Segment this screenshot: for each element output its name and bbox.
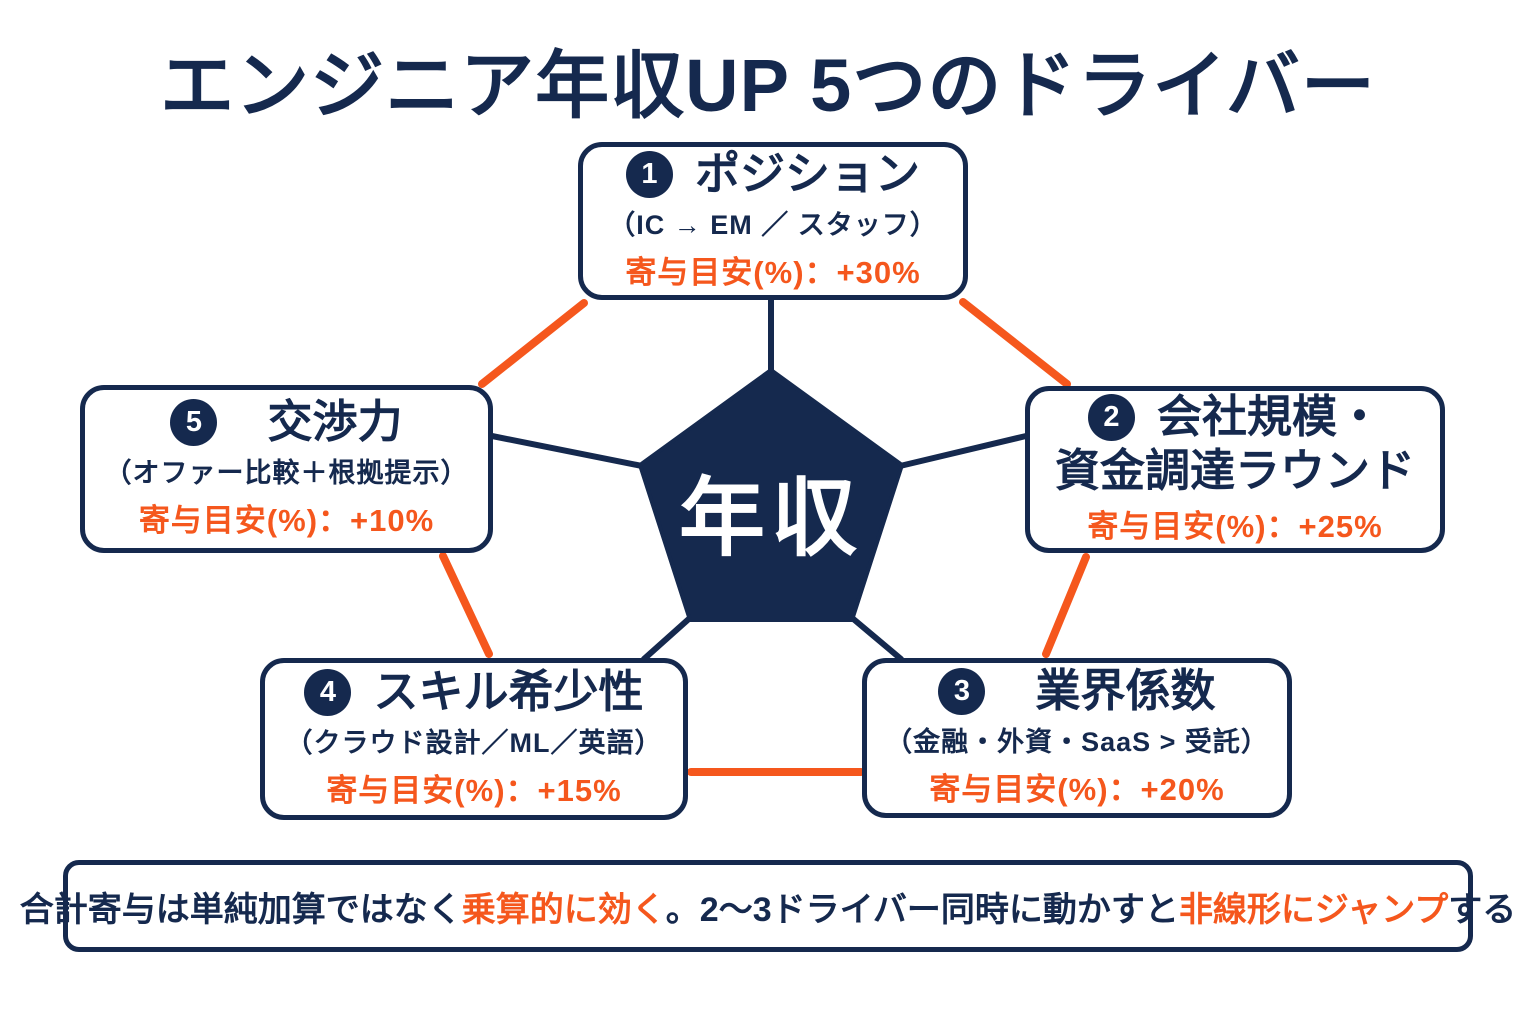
driver-1-subtitle: （IC → EM ／ スタッフ）: [608, 210, 938, 241]
footer-note-text-1: 合計寄与は単純加算ではなく: [19, 890, 462, 929]
driver-2-header: 2 会社規模・: [1087, 391, 1382, 443]
footer-note-highlight-1: 乗算的に効く: [461, 890, 666, 929]
driver-card-industry: 3 業界係数 （金融・外資・SaaS > 受託） 寄与目安(%)：+20%: [862, 658, 1292, 818]
driver-5-name: 交渉力: [267, 395, 403, 447]
driver-1-name: ポジション: [694, 147, 920, 199]
driver-2-name-line2: 資金調達ラウンド: [1054, 445, 1415, 496]
driver-5-header: 5 交渉力: [170, 395, 403, 447]
driver-2-contribution: 寄与目安(%)：+25%: [1087, 508, 1383, 544]
edge-line-1-5: [478, 299, 588, 388]
footer-note: 合計寄与は単純加算ではなく乗算的に効く。2〜3ドライバー同時に動かすと非線形にジ…: [20, 860, 1516, 952]
footer-note-text-2: 。2〜3ドライバー同時に動かすと: [665, 890, 1179, 929]
driver-4-name: スキル希少性: [373, 665, 644, 717]
driver-3-number-badge: 3: [938, 667, 986, 715]
driver-5-contribution: 寄与目安(%)：+10%: [138, 503, 435, 539]
driver-1-number-badge: 1: [625, 150, 673, 198]
driver-4-header: 4 スキル希少性: [304, 665, 644, 717]
driver-2-name: 会社規模・: [1156, 391, 1382, 443]
driver-4-number-badge: 4: [304, 668, 352, 716]
spoke-line-left: [489, 433, 645, 469]
center-label: 年収: [679, 470, 863, 567]
driver-1-header: 1 ポジション: [625, 147, 920, 199]
driver-1-contribution: 寄与目安(%)：+30%: [625, 255, 921, 291]
driver-card-negotiation: 5 交渉力 （オファー比較＋根拠提示） 寄与目安(%)：+10%: [80, 385, 493, 553]
spoke-line-bottom-right: [848, 614, 904, 662]
spoke-line-bottom-left: [641, 614, 694, 662]
driver-5-subtitle: （オファー比較＋根拠提示）: [104, 458, 469, 489]
edge-line-2-3: [1042, 553, 1090, 658]
footer-note-highlight-2: 非線形にジャンプ: [1178, 890, 1449, 929]
driver-card-position: 1 ポジション （IC → EM ／ スタッフ） 寄与目安(%)：+30%: [578, 142, 968, 300]
spoke-line-right: [897, 433, 1029, 469]
driver-3-header: 3 業界係数: [938, 664, 1216, 716]
driver-3-name: 業界係数: [1035, 664, 1216, 716]
driver-2-number-badge: 2: [1087, 394, 1135, 442]
driver-card-skill-rarity: 4 スキル希少性 （クラウド設計／ML／英語） 寄与目安(%)：+15%: [260, 658, 688, 820]
driver-3-contribution: 寄与目安(%)：+20%: [929, 772, 1225, 808]
edge-line-1-2: [959, 298, 1071, 388]
driver-3-subtitle: （金融・外資・SaaS > 受託）: [885, 727, 1269, 758]
edge-line-5-4: [439, 552, 493, 658]
footer-note-text-3: する: [1448, 890, 1517, 929]
driver-4-contribution: 寄与目安(%)：+15%: [326, 773, 622, 809]
page-title: エンジニア年収UP 5つのドライバー: [160, 44, 1376, 127]
driver-4-subtitle: （クラウド設計／ML／英語）: [285, 728, 663, 759]
center-pentagon: [638, 368, 904, 622]
driver-5-number-badge: 5: [170, 398, 218, 446]
driver-card-company-size: 2 会社規模・ 資金調達ラウンド 寄与目安(%)：+25%: [1025, 386, 1445, 553]
